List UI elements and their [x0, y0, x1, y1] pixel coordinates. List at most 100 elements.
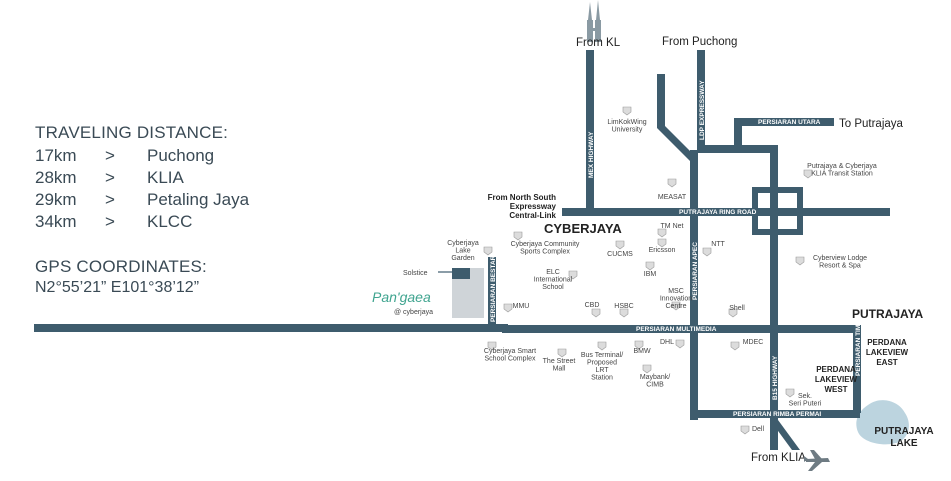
- from-puchong-label: From Puchong: [662, 36, 737, 48]
- distance-separator: >: [105, 168, 115, 187]
- building-pin-icon: [615, 240, 625, 250]
- svg-text:Central-Link: Central-Link: [509, 211, 556, 220]
- ring-interchange: [752, 187, 803, 235]
- landmark-label: Cyberjaya: [447, 240, 479, 247]
- landmark-label: MDEC: [743, 339, 764, 346]
- gps-coordinates-value: N2°55’21” E101°38’12”: [35, 279, 200, 296]
- landmark-label: Shell: [729, 305, 745, 312]
- persiaran-timur-road: [853, 325, 861, 413]
- persiaran-bestari-road: [488, 257, 496, 324]
- landmark-label: DHL: [660, 339, 674, 346]
- perdana-lakeview-east-label: PERDANA LAKEVIEW EAST: [866, 338, 909, 367]
- landmark-label: Bus Terminal/: [581, 352, 623, 359]
- landmark-label: CBD: [585, 302, 600, 309]
- landmark-label: Centre: [665, 303, 686, 310]
- svg-text:Expressway: Expressway: [510, 202, 557, 211]
- landmark-label: The Street: [543, 358, 576, 365]
- building-pin-icon: [513, 231, 523, 241]
- landmark-dell: Dell: [740, 425, 764, 435]
- main-west-road: [34, 324, 508, 332]
- distance-place: Puchong: [147, 146, 215, 165]
- solstice-block: [452, 268, 470, 279]
- svg-text:PUTRAJAYA: PUTRAJAYA: [874, 426, 933, 437]
- landmark-label: International: [534, 277, 573, 284]
- landmark-label: School Complex: [485, 356, 536, 363]
- landmark-measat: MEASAT: [658, 178, 687, 201]
- landmark-label: Cyberjaya Smart: [484, 348, 536, 355]
- landmark-label: Garden: [451, 255, 474, 262]
- persiaran-apec-road: [690, 150, 698, 420]
- landmark-ericsson: Ericsson: [649, 238, 676, 254]
- building-pin-icon: [657, 238, 667, 248]
- landmark-label: IBM: [644, 271, 657, 278]
- building-pin-icon: [634, 340, 644, 350]
- pangaea-brand: Pan'gaea: [372, 289, 431, 305]
- mex-highway-label: MEX HIGHWAY: [588, 131, 595, 178]
- building-pin-icon: [795, 256, 805, 266]
- landmark-label: TM Net: [661, 223, 684, 230]
- distance-place: KLCC: [147, 212, 193, 231]
- building-pin-icon: [591, 308, 601, 318]
- svg-text:WEST: WEST: [824, 385, 847, 394]
- ldp-expressway-label: LDP EXPRESSWAY: [699, 80, 706, 140]
- distance-separator: >: [105, 212, 115, 231]
- to-putrajaya-label: To Putrajaya: [839, 118, 904, 130]
- building-pin-icon: [675, 339, 685, 349]
- landmark-label: University: [612, 127, 643, 134]
- persiaran-bestari-label: PERSIARAN BESTARI: [490, 254, 497, 322]
- building-pin-icon: [619, 308, 629, 318]
- building-pin-icon: [597, 341, 607, 351]
- putrajaya-ring-road-label: PUTRAJAYA RING ROAD: [679, 209, 757, 216]
- building-pin-icon: [622, 106, 632, 116]
- solstice-label: Solstice: [403, 270, 428, 277]
- b15-highway-road: [770, 145, 778, 450]
- distance-km: 28km: [35, 168, 77, 187]
- persiaran-timur-label: PERSIARAN TIMUR: [855, 315, 862, 376]
- road-network: [34, 50, 890, 450]
- landmark-label: Lake: [455, 248, 470, 255]
- landmark-label: NTT: [711, 241, 725, 248]
- persiaran-utara-label: PERSIARAN UTARA: [758, 119, 821, 126]
- building-pin-icon: [667, 178, 677, 188]
- landmark-label: Resort & Spa: [819, 263, 861, 270]
- persiaran-rimba-permai-road: [690, 410, 860, 418]
- building-pin-icon: [645, 261, 655, 271]
- landmark-label: Maybank/: [640, 374, 670, 381]
- airplane-icon: [804, 450, 830, 471]
- svg-text:PERDANA: PERDANA: [816, 365, 856, 374]
- building-pin-icon: [730, 341, 740, 351]
- landmark-label: Seri Puteri: [789, 401, 822, 408]
- putrajaya-lake-water: [856, 400, 909, 445]
- svg-text:LAKEVIEW: LAKEVIEW: [815, 375, 858, 384]
- persiaran-utara-road: [734, 118, 834, 126]
- svg-text:From North South: From North South: [488, 193, 557, 202]
- landmark-label: CIMB: [646, 382, 664, 389]
- pangaea-brand-sub: @ cyberjaya: [394, 309, 433, 316]
- putrajaya-lake-label: PUTRAJAYA LAKE: [874, 426, 933, 449]
- landmark-ntt: NTT: [702, 241, 726, 257]
- building-pin-icon: [568, 270, 578, 280]
- landmark-mmu: MMU: [503, 303, 530, 313]
- building-pin-icon: [702, 247, 712, 257]
- landmark-shell: Shell: [728, 305, 745, 318]
- distance-km: 17km: [35, 146, 77, 165]
- landmark-label: LRT: [595, 367, 609, 374]
- svg-text:EAST: EAST: [876, 358, 897, 367]
- landmark-label: LimKokWing: [607, 119, 646, 126]
- landmark-label: Proposed: [587, 360, 617, 367]
- from-north-south-label: From North South Expressway Central-Link: [488, 193, 557, 220]
- landmark-label: MMU: [513, 303, 530, 310]
- landmark-label: Putrajaya & Cyberjaya: [807, 163, 877, 170]
- landmark-label: Station: [591, 375, 613, 382]
- landmark-label: MEASAT: [658, 194, 687, 201]
- persiaran-rimba-permai-label: PERSIARAN RIMBA PERMAI: [733, 411, 821, 418]
- from-kl-label: From KL: [576, 37, 621, 49]
